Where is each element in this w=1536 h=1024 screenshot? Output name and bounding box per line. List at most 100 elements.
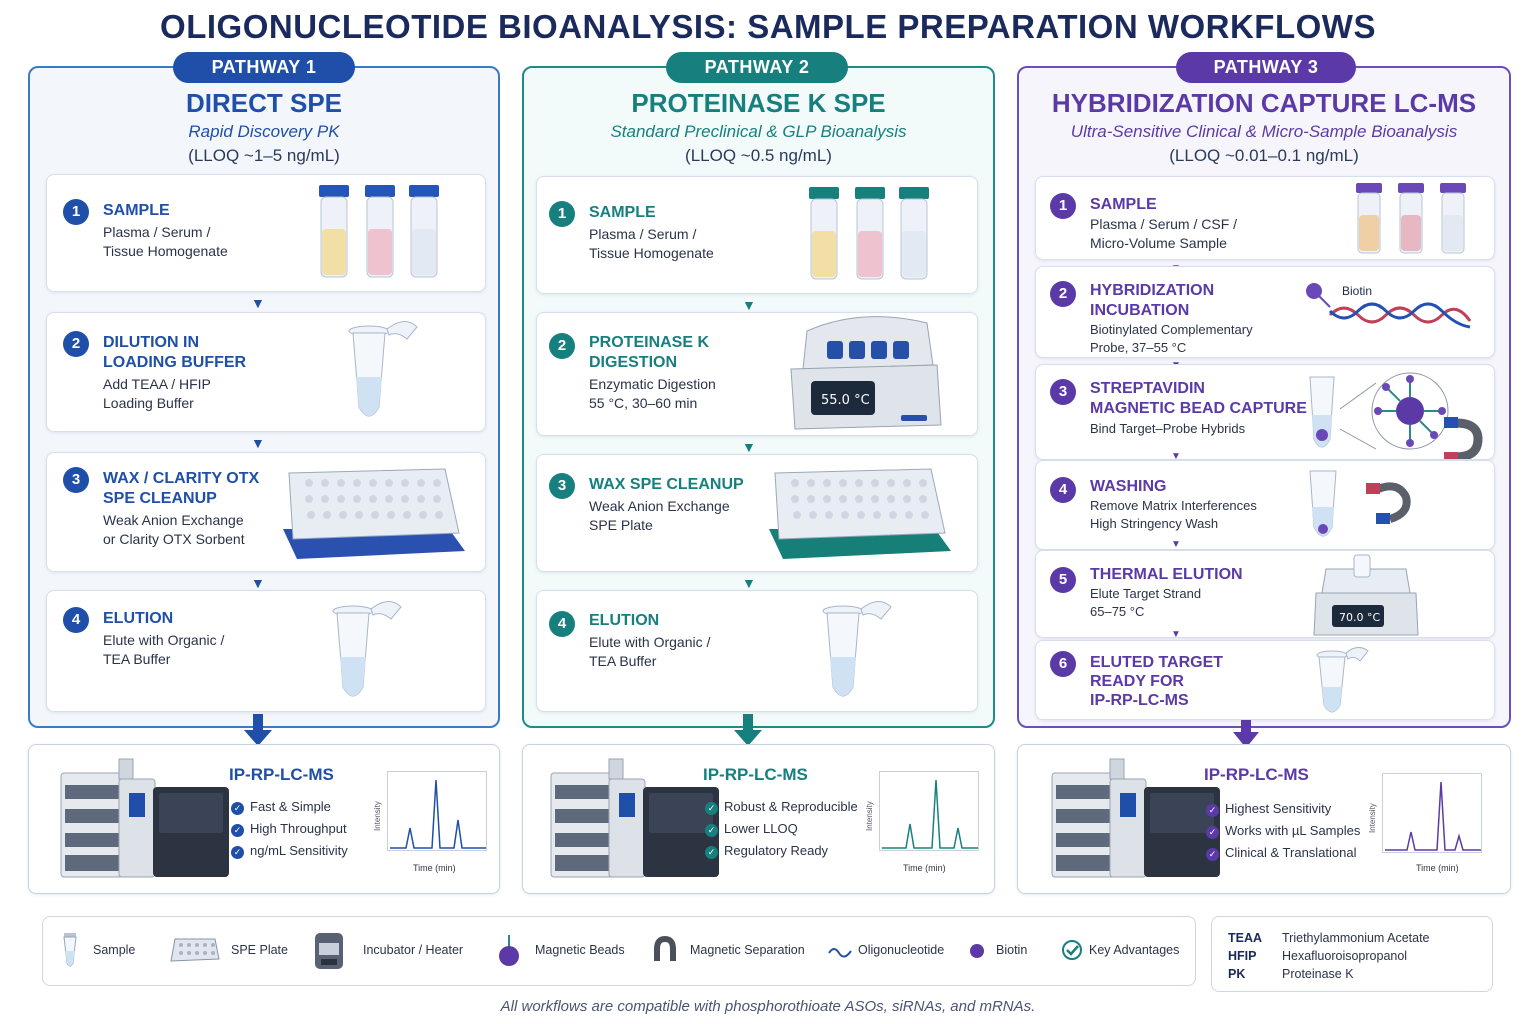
step-description: Bind Target–Probe Hybrids	[1090, 421, 1246, 436]
arrow-down-icon: ▼	[742, 575, 756, 591]
arrow-down-icon: ▼	[742, 297, 756, 313]
step-number: 2	[63, 331, 89, 357]
magnetic-bead-icon	[1309, 372, 1483, 459]
step-description: Biotinylated Complementary Probe, 37–55 …	[1090, 322, 1253, 355]
arrow-down-icon	[734, 714, 762, 746]
check-icon: ✓	[705, 824, 718, 837]
check-icon	[1062, 940, 1082, 960]
step-title: WAX SPE CLEANUP	[589, 476, 744, 493]
advantage-item: ✓High Throughput	[231, 821, 347, 837]
arrow-down-icon: ▼	[251, 295, 265, 311]
step-title: DILUTION IN LOADING BUFFER	[103, 334, 247, 371]
step-number: 4	[63, 607, 89, 633]
spe-plate-icon	[170, 938, 220, 962]
chromatogram	[387, 771, 487, 851]
step-description: Remove Matrix Interferences High Stringe…	[1090, 498, 1257, 531]
pathway-1-name: DIRECT SPE	[185, 88, 343, 118]
step-description: Plasma / Serum / CSF / Micro-Volume Samp…	[1090, 216, 1238, 251]
check-icon: ✓	[231, 824, 244, 837]
pathway-2-lcms-box: IP-RP-LC-MS ✓Robust & Reproducible ✓Lowe…	[522, 744, 995, 894]
pathway-3-step-2: 2 HYBRIDIZATION INCUBATION Biotinylated …	[1035, 266, 1495, 358]
magnet-icon	[1309, 470, 1411, 537]
arrow-down-icon: ▼	[742, 439, 756, 455]
pathway-2-name: PROTEINASE K SPE	[631, 88, 886, 118]
legend-label: SPE Plate	[231, 943, 288, 957]
step-title: ELUTION	[103, 610, 174, 627]
advantage-item: ✓Clinical & Translational	[1206, 845, 1357, 861]
pathway-3-name: HYBRIDIZATION CAPTURE LC-MS	[1051, 88, 1477, 118]
microtube-icon	[332, 601, 402, 697]
incubator-icon: 70.0 °C	[1313, 554, 1419, 636]
lcms-title: IP-RP-LC-MS	[703, 765, 808, 784]
incubator-display: 70.0 °C	[1339, 611, 1380, 624]
step-description: Elute with Organic / TEA Buffer	[589, 634, 711, 669]
legend-label: Oligonucleotide	[858, 943, 945, 957]
arrow-down-icon: ▼	[1171, 451, 1181, 462]
pathway-2-subtitle: Standard Preclinical & GLP Bioanalysis	[610, 122, 907, 141]
step-number: 1	[63, 199, 89, 225]
step-title: STREPTAVIDIN MAGNETIC BEAD CAPTURE	[1090, 380, 1307, 417]
pathway-2-lloq: (LLOQ ~0.5 ng/mL)	[685, 146, 832, 165]
pathway-3-step-3: 3 STREPTAVIDIN MAGNETIC BEAD CAPTURE Bin…	[1035, 364, 1495, 460]
step-number: 2	[1050, 281, 1076, 307]
biotin-label: Biotin	[1342, 284, 1372, 298]
advantage-item: ✓Fast & Simple	[231, 799, 331, 815]
pathway-2-step-1: 1 SAMPLE Plasma / Serum / Tissue Homogen…	[536, 176, 978, 294]
arrow-down-icon: ▼	[251, 435, 265, 451]
chromatogram-trace	[1385, 781, 1481, 851]
pathway-3-step-4: 4 WASHING Remove Matrix Interferences Hi…	[1035, 460, 1495, 550]
lcms-title: IP-RP-LC-MS	[1204, 765, 1309, 784]
step-number: 1	[1050, 193, 1076, 219]
step-description: Elute Target Strand 65–75 °C	[1090, 586, 1202, 619]
pathway-2-panel: PROTEINASE K SPE Standard Preclinical & …	[522, 66, 995, 728]
step-number: 2	[549, 333, 575, 359]
arrow-down-icon	[1233, 720, 1259, 748]
pathway-1-step-1: 1 SAMPLE Plasma / Serum / Tissue Homogen…	[46, 174, 486, 292]
chromatogram-y-label: Intensity	[865, 801, 874, 831]
arrow-down-icon: ▼	[1171, 629, 1181, 640]
advantage-item: ✓Highest Sensitivity	[1206, 801, 1331, 817]
pathway-1-lcms-box: IP-RP-LC-MS ✓Fast & Simple ✓High Through…	[28, 744, 500, 894]
magnetic-beads-icon	[499, 935, 519, 966]
legend-label: Incubator / Heater	[363, 943, 464, 957]
check-icon: ✓	[231, 802, 244, 815]
step-number: 3	[63, 467, 89, 493]
pathway-3-panel: HYBRIDIZATION CAPTURE LC-MS Ultra-Sensit…	[1017, 66, 1511, 728]
step-description: Weak Anion Exchange or Clarity OTX Sorbe…	[103, 512, 245, 547]
step-description: Plasma / Serum / Tissue Homogenate	[589, 226, 714, 261]
advantage-item: ✓Lower LLOQ	[705, 821, 798, 837]
incubator-icon	[315, 933, 343, 969]
lcms-title: IP-RP-LC-MS	[229, 765, 334, 784]
pathway-2-step-4: 4 ELUTION Elute with Organic / TEA Buffe…	[536, 590, 978, 712]
step-description: Enzymatic Digestion 55 °C, 30–60 min	[589, 376, 716, 411]
step-number: 3	[549, 473, 575, 499]
pathway-2-step-2: 2 PROTEINASE K DIGESTION Enzymatic Diges…	[536, 312, 978, 436]
chromatogram	[879, 771, 979, 851]
pathway-1-panel: DIRECT SPE Rapid Discovery PK (LLOQ ~1–5…	[28, 66, 500, 728]
incubator-display: 55.0 °C	[821, 393, 870, 408]
advantage-item: ✓Regulatory Ready	[705, 843, 828, 859]
step-description: Plasma / Serum / Tissue Homogenate	[103, 224, 228, 259]
lcms-instrument-icon	[550, 758, 719, 878]
pathway-3-lcms-box: IP-RP-LC-MS ✓Highest Sensitivity ✓Works …	[1017, 744, 1511, 894]
advantage-item: ✓Robust & Reproducible	[705, 799, 858, 815]
step-number: 6	[1050, 651, 1076, 677]
biotin-icon	[970, 944, 984, 958]
chromatogram-y-label: Intensity	[1368, 803, 1377, 833]
pathway-3-step-5: 5 THERMAL ELUTION Elute Target Strand 65…	[1035, 550, 1495, 638]
spe-plate-icon	[283, 468, 465, 559]
spe-plate-icon	[769, 468, 951, 559]
check-icon: ✓	[705, 802, 718, 815]
chromatogram-y-label: Intensity	[373, 801, 382, 831]
step-title: ELUTED TARGET READY FOR IP-RP-LC-MS	[1090, 654, 1224, 709]
sample-tubes-icon	[809, 187, 929, 280]
pathway-3-lloq: (LLOQ ~0.01–0.1 ng/mL)	[1169, 146, 1359, 165]
step-title: THERMAL ELUTION	[1090, 566, 1243, 583]
step-title: SAMPLE	[103, 202, 170, 219]
pathway-1-label: PATHWAY 1	[173, 52, 355, 83]
step-description: Elute with Organic / TEA Buffer	[103, 632, 225, 667]
footnote: All workflows are compatible with phosph…	[500, 998, 1036, 1015]
check-icon: ✓	[1206, 804, 1219, 817]
